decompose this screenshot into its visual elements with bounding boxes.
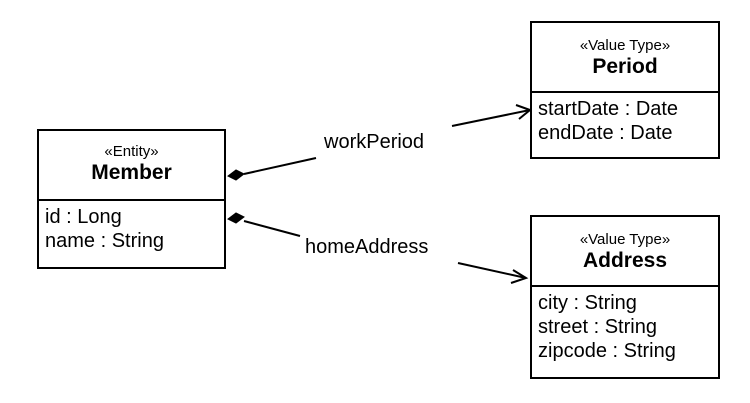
period-attribute: startDate : Date — [538, 98, 679, 120]
work-period-label: workPeriod — [322, 130, 427, 154]
work-period-line-right — [451, 109, 531, 127]
member-class-header: «Entity» Member — [39, 131, 224, 201]
address-stereotype: «Value Type» — [579, 231, 671, 248]
member-class[interactable]: «Entity» Member id : Long name : String — [37, 129, 226, 269]
address-attribute: zipcode : String — [538, 340, 676, 362]
home-address-arrowhead — [510, 269, 529, 284]
period-stereotype: «Value Type» — [579, 37, 671, 54]
address-attribute: street : String — [538, 316, 657, 338]
period-class[interactable]: «Value Type» Period startDate : Date end… — [530, 21, 720, 159]
member-stereotype: «Entity» — [104, 143, 159, 160]
period-attributes: startDate : Date endDate : Date — [532, 93, 718, 145]
member-class-name: Member — [91, 161, 172, 184]
member-attribute: id : Long — [45, 206, 122, 228]
period-attribute: endDate : Date — [538, 122, 673, 144]
address-attribute: city : String — [538, 292, 637, 314]
period-class-name: Period — [592, 55, 658, 78]
home-address-composition-diamond — [227, 212, 245, 224]
address-class-name: Address — [582, 249, 668, 272]
member-attribute: name : String — [45, 230, 164, 252]
address-attributes: city : String street : String zipcode : … — [532, 287, 718, 363]
work-period-line-left — [243, 157, 317, 175]
address-class-header: «Value Type» Address — [532, 217, 718, 287]
address-class[interactable]: «Value Type» Address city : String stree… — [530, 215, 720, 379]
member-attributes: id : Long name : String — [39, 201, 224, 253]
period-class-header: «Value Type» Period — [532, 23, 718, 93]
home-address-line-left — [243, 220, 301, 237]
home-address-label: homeAddress — [303, 235, 431, 259]
home-address-line-right — [457, 262, 527, 279]
work-period-composition-diamond — [227, 169, 245, 181]
